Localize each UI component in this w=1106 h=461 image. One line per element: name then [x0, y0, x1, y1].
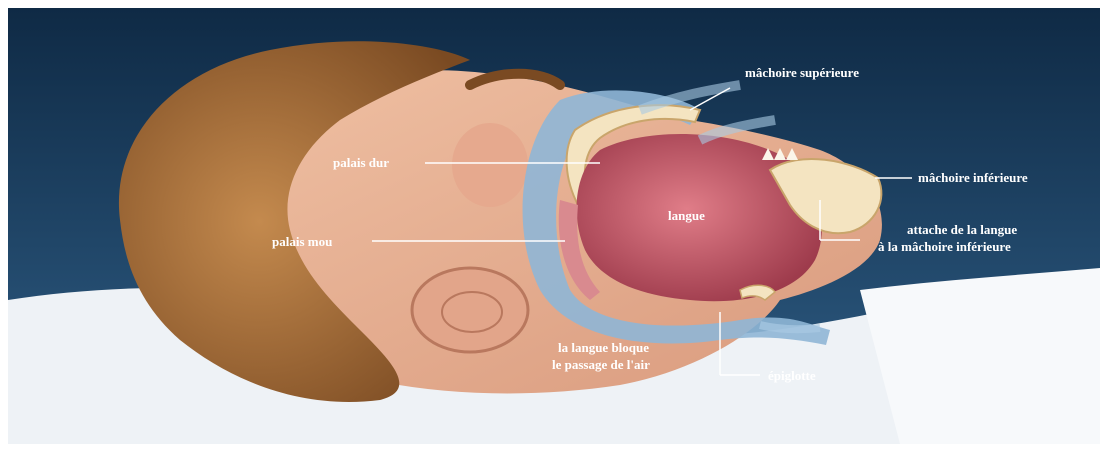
label-lower-jaw: mâchoire inférieure	[918, 170, 1028, 185]
shirt-collar	[860, 268, 1100, 444]
label-hard-palate: palais dur	[333, 155, 389, 170]
label-blocking-2: le passage de l'air	[552, 357, 650, 372]
label-tongue-attachment-1: attache de la langue	[907, 222, 1017, 237]
label-epiglottis: épiglotte	[768, 368, 816, 383]
airflow-arrow-bottom	[760, 325, 820, 329]
label-tongue-attachment-2: à la mâchoire inférieure	[878, 239, 1011, 254]
label-soft-palate: palais mou	[272, 234, 332, 249]
label-tongue: langue	[668, 208, 705, 223]
teeth	[762, 148, 798, 160]
label-upper-jaw: mâchoire supérieure	[745, 65, 859, 80]
cheek	[452, 123, 528, 207]
label-blocking-1: la langue bloque	[558, 340, 649, 355]
ear	[412, 268, 528, 352]
